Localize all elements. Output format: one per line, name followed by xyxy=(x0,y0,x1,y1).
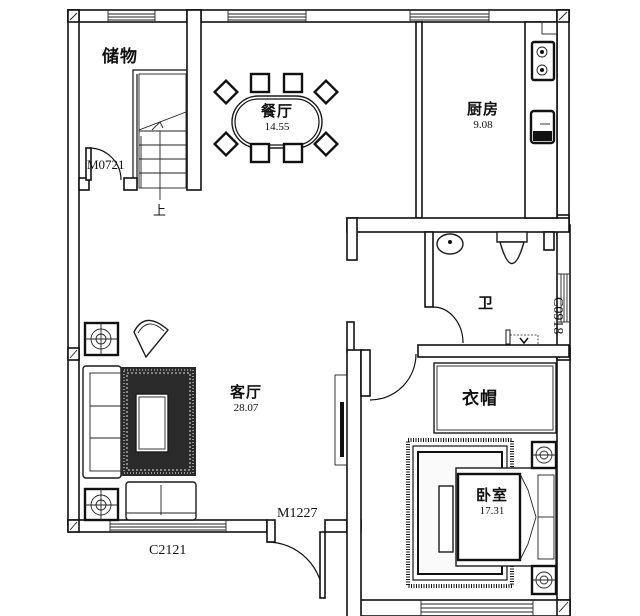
sofa-bottom xyxy=(125,481,197,521)
kitchen-sink xyxy=(529,109,556,145)
room-label-living: 客厅 xyxy=(229,383,262,401)
nightstand-top xyxy=(530,440,558,470)
room-label-kitchen: 厨房 xyxy=(466,100,499,118)
armchair xyxy=(133,319,169,359)
toilet xyxy=(496,231,528,264)
bedroom-walls xyxy=(334,321,417,616)
room-label-bathroom: 卫 xyxy=(478,294,495,312)
room-label-storage: 储物 xyxy=(102,47,138,67)
dining-table xyxy=(231,95,323,149)
sofa-left xyxy=(82,365,122,479)
room-kitchen: 厨房 9.08 xyxy=(455,98,511,131)
wardrobe-cabinet xyxy=(433,362,557,434)
room-area-dining: 14.55 xyxy=(264,121,290,133)
room-dining: 餐厅 14.55 xyxy=(252,100,302,133)
room-label-wardrobe: 衣帽 xyxy=(462,389,498,409)
bed xyxy=(455,467,557,567)
stair-up-label: 上 xyxy=(153,204,167,219)
bath-window-code: C0918 xyxy=(550,297,565,335)
room-label-dining: 餐厅 xyxy=(260,102,293,120)
nightstand-bottom xyxy=(530,564,558,596)
bathroom-walls xyxy=(417,231,570,358)
side-table-top xyxy=(83,321,120,357)
room-area-kitchen: 9.08 xyxy=(473,119,493,131)
entry-door[interactable] xyxy=(266,519,326,599)
room-area-living: 28.07 xyxy=(233,402,259,414)
dining-chairs xyxy=(212,72,340,164)
staircase[interactable] xyxy=(138,73,187,200)
rug-and-coffee-table xyxy=(121,367,196,476)
storage-door-code: M0721 xyxy=(87,157,125,172)
room-bedroom: 卧室 17.31 xyxy=(470,484,514,517)
room-living: 客厅 28.07 xyxy=(222,381,270,414)
storage-walls xyxy=(78,9,202,191)
entry-door-code: M1227 xyxy=(277,506,318,521)
shower-fixture xyxy=(505,329,539,346)
bath-door[interactable] xyxy=(432,306,464,344)
bedroom-window xyxy=(420,600,534,616)
living-window xyxy=(109,520,227,532)
top-windows xyxy=(107,10,490,22)
bath-sink xyxy=(436,233,464,255)
bath-window xyxy=(557,273,570,323)
room-label-bedroom: 卧室 xyxy=(475,486,508,504)
living-window-code: C2121 xyxy=(149,543,187,558)
room-area-bedroom: 17.31 xyxy=(479,505,505,517)
side-table-bottom xyxy=(83,487,120,522)
kitchen-stove xyxy=(530,40,556,82)
storage-door[interactable] xyxy=(85,147,122,181)
